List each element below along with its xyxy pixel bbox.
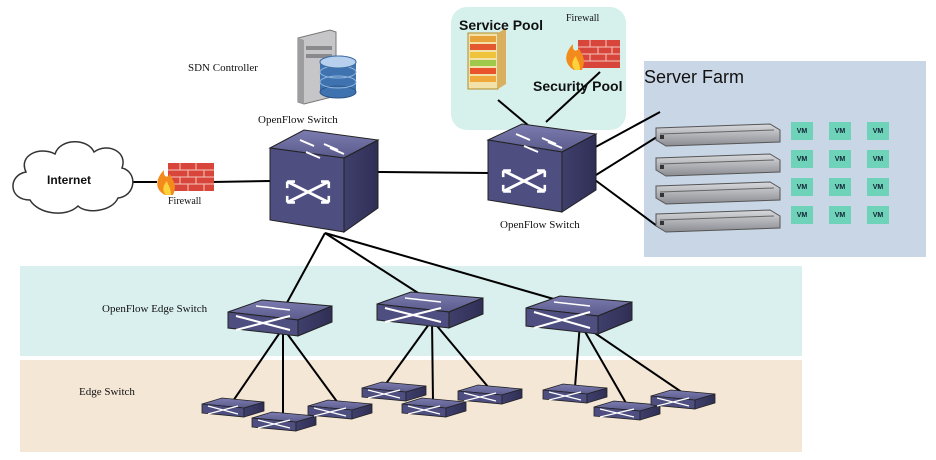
sdn-controller-label: SDN Controller bbox=[188, 62, 258, 74]
vm-label: VM bbox=[834, 155, 846, 163]
link-core-dist bbox=[377, 171, 491, 174]
vm-label: VM bbox=[872, 155, 884, 163]
vm-tile[interactable]: VM bbox=[867, 206, 889, 224]
vm-tile[interactable]: VM bbox=[791, 206, 813, 224]
vm-label: VM bbox=[872, 127, 884, 135]
edge-switch-icon bbox=[401, 397, 467, 418]
vm-label: VM bbox=[796, 127, 808, 135]
edge-switch-icon bbox=[457, 384, 523, 405]
vm-label: VM bbox=[872, 211, 884, 219]
vm-tile[interactable]: VM bbox=[867, 150, 889, 168]
openflow-switch-icon bbox=[268, 129, 380, 233]
links bbox=[120, 71, 684, 413]
link-core-edge1 bbox=[282, 232, 326, 311]
security-pool-label: Security Pool bbox=[533, 78, 623, 94]
edge-switch-icon bbox=[376, 291, 484, 329]
server-farm-title: Server Farm bbox=[644, 67, 745, 87]
rack-server-icon bbox=[655, 123, 781, 147]
vm-tile[interactable]: VM bbox=[829, 150, 851, 168]
firewall-icon bbox=[157, 163, 214, 195]
vm-tile[interactable]: VM bbox=[829, 122, 851, 140]
openflow-switch-icon bbox=[486, 123, 598, 213]
edge-switch-icon bbox=[307, 399, 373, 420]
vm-tile[interactable]: VM bbox=[791, 150, 813, 168]
edge-switch-icon bbox=[542, 383, 608, 404]
link-dist-firewall bbox=[545, 71, 601, 123]
rack-server-icon bbox=[655, 209, 781, 233]
service-pool-label: Service Pool bbox=[459, 17, 544, 33]
dist-switch-label: OpenFlow Switch bbox=[500, 219, 580, 231]
vm-tile[interactable]: VM bbox=[791, 178, 813, 196]
vm-label: VM bbox=[872, 183, 884, 191]
vm-label: VM bbox=[796, 155, 808, 163]
pool-firewall-label: Firewall bbox=[566, 13, 600, 24]
vm-tile[interactable]: VM bbox=[867, 178, 889, 196]
firewall-label: Firewall bbox=[168, 196, 202, 207]
edge-switch-icon bbox=[227, 299, 333, 337]
vm-label: VM bbox=[834, 211, 846, 219]
vm-label: VM bbox=[834, 183, 846, 191]
edge-switch-icon bbox=[650, 389, 716, 410]
link-dist-servicepool bbox=[497, 99, 530, 127]
access-switches bbox=[201, 381, 716, 432]
link-dist-server1 bbox=[589, 111, 661, 151]
vm-tile[interactable]: VM bbox=[829, 206, 851, 224]
vm-label: VM bbox=[796, 211, 808, 219]
appliance-stack-icon bbox=[467, 28, 506, 90]
link-firewall-core bbox=[211, 180, 271, 183]
edge-switch-icon bbox=[201, 397, 265, 418]
rack-server-icon bbox=[655, 153, 781, 177]
link-core-edge2 bbox=[324, 232, 433, 303]
edge-switch-icon bbox=[525, 295, 633, 335]
rack-server-icon bbox=[655, 181, 781, 205]
server-database-icon bbox=[297, 29, 357, 105]
core-switch-label: OpenFlow Switch bbox=[258, 114, 338, 126]
vm-tile[interactable]: VM bbox=[791, 122, 813, 140]
edge-switch-icon bbox=[361, 381, 427, 402]
firewall-icon bbox=[566, 40, 620, 70]
link-dist-server2 bbox=[595, 134, 661, 176]
edge-switch-icon bbox=[593, 400, 661, 421]
vm-tile[interactable]: VM bbox=[829, 178, 851, 196]
edge-switch-icon bbox=[251, 411, 317, 432]
link-core-edge3 bbox=[324, 232, 579, 307]
internet-label: Internet bbox=[47, 173, 92, 187]
vm-label: VM bbox=[834, 127, 846, 135]
vm-tile[interactable]: VM bbox=[867, 122, 889, 140]
vm-label: VM bbox=[796, 183, 808, 191]
link-dist-server4 bbox=[594, 179, 658, 227]
openflow-edge-switch-label: OpenFlow Edge Switch bbox=[102, 303, 208, 315]
cloud-icon bbox=[12, 141, 134, 214]
edge-switch-label: Edge Switch bbox=[79, 386, 135, 398]
